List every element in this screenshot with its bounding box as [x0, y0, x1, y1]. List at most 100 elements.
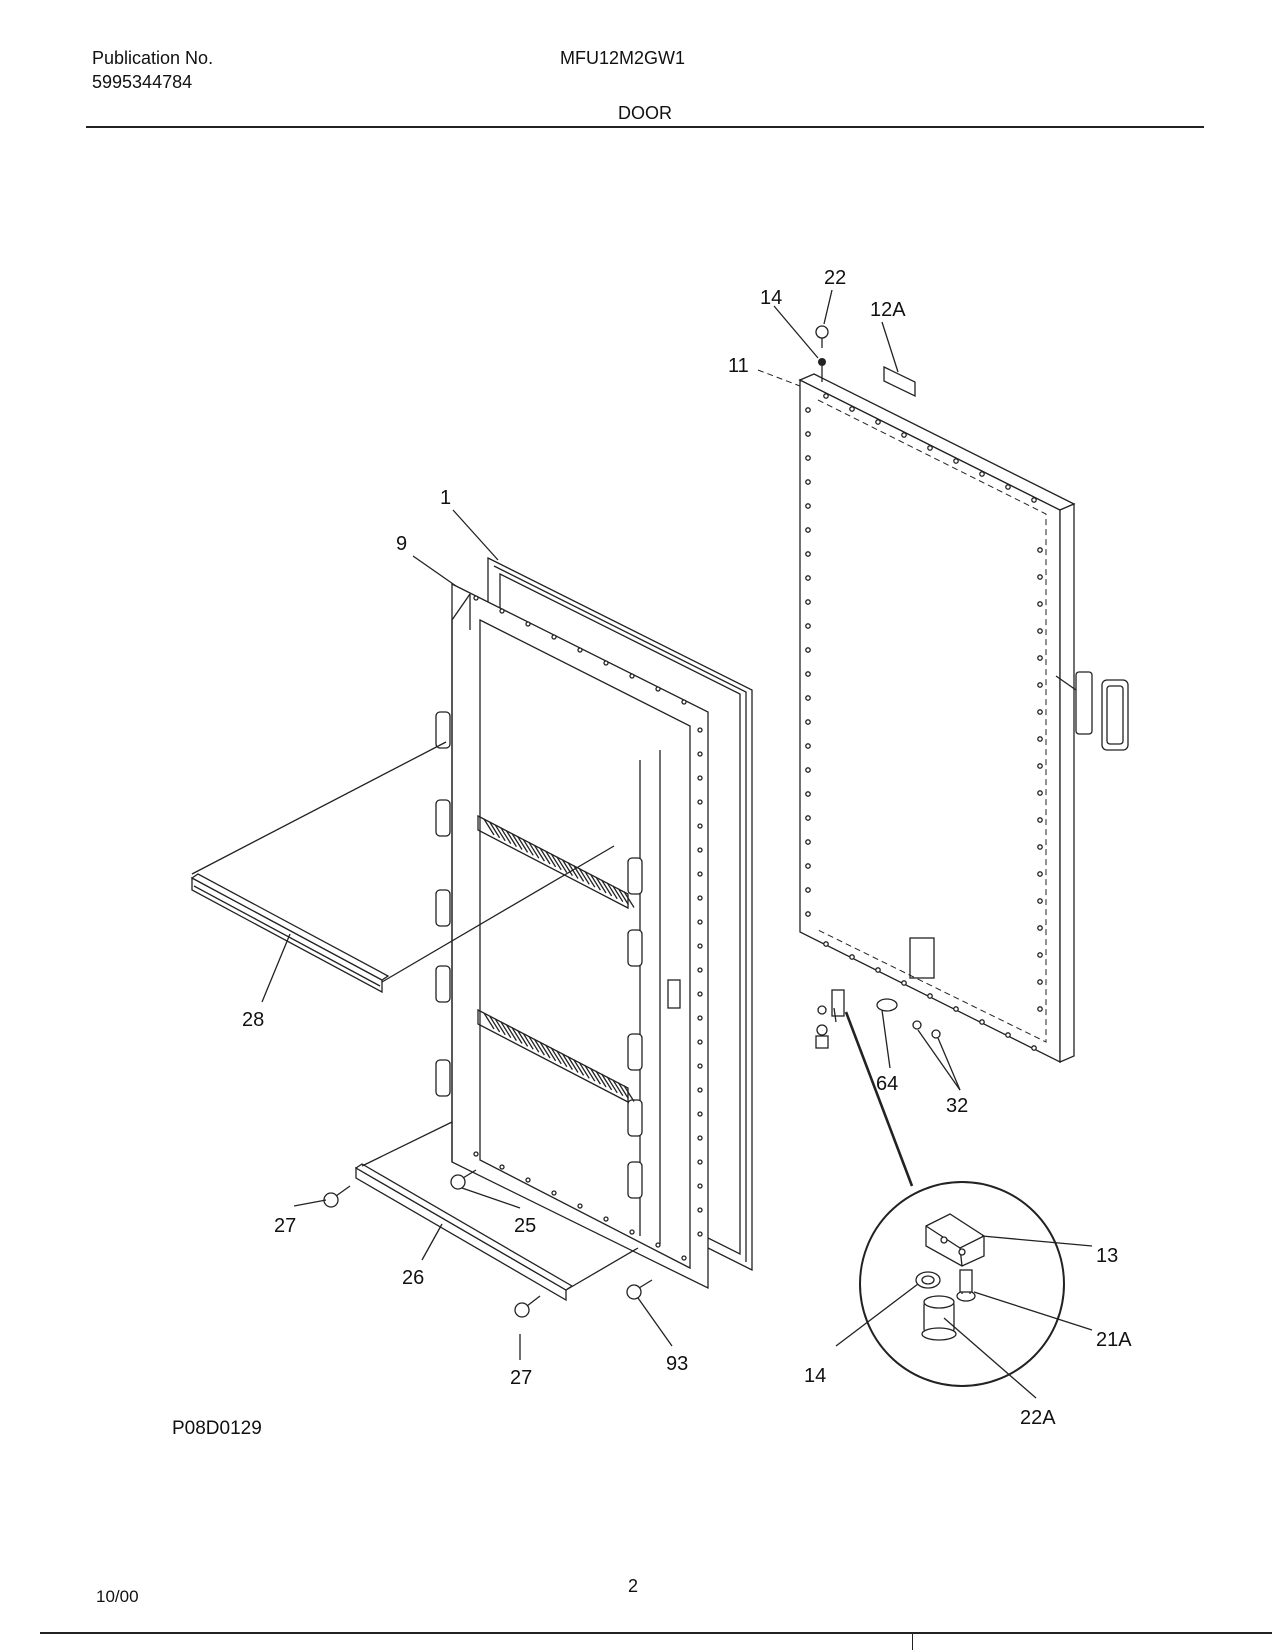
- callout-22a: 22A: [1020, 1407, 1056, 1429]
- callout-26: 26: [402, 1267, 424, 1289]
- leader-lines: [261, 289, 1093, 1399]
- grille-slat: [556, 856, 568, 874]
- panel-hole: [805, 551, 811, 557]
- panel-hole: [1037, 871, 1043, 877]
- liner-hole: [577, 647, 583, 653]
- panel-hole: [901, 980, 907, 986]
- liner-hole: [697, 1015, 703, 1021]
- grille-slat: [500, 1021, 512, 1039]
- grille-slat: [606, 882, 618, 900]
- outer-door-panel: [798, 373, 1129, 1064]
- callout-1: 1: [440, 487, 451, 509]
- panel-hole: [1037, 547, 1043, 553]
- footer-rule: [40, 1632, 1272, 1634]
- panel-hole: [823, 393, 829, 399]
- model-number: MFU12M2GW1: [560, 48, 686, 68]
- grille-slat: [545, 850, 557, 868]
- liner-hole: [697, 1231, 703, 1237]
- callout-21a: 21A: [1096, 1329, 1132, 1351]
- liner-hole: [499, 608, 505, 614]
- panel-hole: [1005, 484, 1011, 490]
- hinge-detail-inset: [844, 1011, 1065, 1387]
- panel-hole: [849, 406, 855, 412]
- bottom-hinge-parts: [815, 1005, 837, 1049]
- grille-slat: [617, 888, 629, 905]
- panel-hole: [979, 1019, 985, 1025]
- grille-slat: [489, 821, 501, 839]
- left-shelf-tab: [435, 711, 451, 749]
- grille-slat: [494, 1018, 506, 1036]
- grille-slat: [584, 870, 596, 888]
- right-shelf-tab: [627, 857, 643, 895]
- footer-date: 10/00: [96, 1587, 139, 1606]
- panel-hole: [1037, 574, 1043, 580]
- grille-slat: [617, 1082, 629, 1099]
- grille-slat: [601, 1073, 613, 1091]
- grille-slat: [505, 830, 517, 847]
- grille-slat: [561, 1053, 573, 1070]
- grille-slat: [578, 1061, 590, 1079]
- panel-hole: [805, 791, 811, 797]
- panel-hole: [875, 967, 881, 973]
- right-shelf-tab: [627, 1099, 643, 1137]
- grille-slat: [623, 891, 635, 908]
- left-shelf-tab: [435, 1059, 451, 1097]
- liner-hole: [551, 634, 557, 640]
- liner-hole: [697, 1111, 703, 1117]
- panel-hole: [805, 719, 811, 725]
- panel-hole: [927, 445, 933, 451]
- liner-hole: [473, 595, 479, 601]
- grille-slat: [528, 841, 540, 859]
- grille-slat: [578, 867, 590, 885]
- panel-hole: [1037, 736, 1043, 742]
- grille-slat: [550, 1047, 562, 1065]
- panel-hole: [805, 527, 811, 533]
- liner-hole: [577, 1203, 583, 1209]
- grille-slat: [539, 1041, 551, 1059]
- footer-tick: [912, 1632, 913, 1650]
- panel-hole: [979, 471, 985, 477]
- grille-slat: [500, 827, 512, 845]
- callout-14-top: 14: [760, 287, 782, 309]
- callout-12a: 12A: [870, 299, 906, 321]
- page-number: 2: [628, 1576, 639, 1596]
- grille-slat: [550, 853, 562, 871]
- panel-hole: [1037, 763, 1043, 769]
- panel-hole: [805, 503, 811, 509]
- liner-hole: [629, 673, 635, 679]
- liner-hole: [525, 621, 531, 627]
- liner-hole: [697, 847, 703, 853]
- grille-slat: [522, 838, 534, 856]
- callout-22: 22: [824, 267, 846, 289]
- panel-hole: [1037, 952, 1043, 958]
- panel-hole: [1037, 655, 1043, 661]
- grille-slat: [601, 879, 613, 897]
- panel-hole: [1037, 1006, 1043, 1012]
- panel-hole: [953, 1006, 959, 1012]
- liner-hole: [697, 967, 703, 973]
- right-shelf-tab: [627, 929, 643, 967]
- grille-slat: [533, 1038, 545, 1056]
- liner-hole: [551, 1190, 557, 1196]
- liner-hole: [697, 775, 703, 781]
- liner-hole: [697, 799, 703, 805]
- grille-slat: [517, 836, 529, 853]
- panel-hole: [1037, 790, 1043, 796]
- panel-hole: [805, 455, 811, 461]
- grille-slat: [612, 885, 624, 903]
- grille-slat: [539, 847, 551, 865]
- grille-slat: [589, 873, 601, 891]
- panel-hole: [1037, 601, 1043, 607]
- panel-hole: [805, 743, 811, 749]
- grille-slat: [573, 1059, 585, 1076]
- liner-hole: [499, 1164, 505, 1170]
- panel-hole: [1005, 1032, 1011, 1038]
- liner-hole: [655, 686, 661, 692]
- panel-hole: [805, 671, 811, 677]
- grille-slat: [556, 1050, 568, 1068]
- liner-hole: [697, 1207, 703, 1213]
- panel-hole: [805, 575, 811, 581]
- panel-hole: [805, 887, 811, 893]
- top-hinge-hardware: [815, 325, 916, 398]
